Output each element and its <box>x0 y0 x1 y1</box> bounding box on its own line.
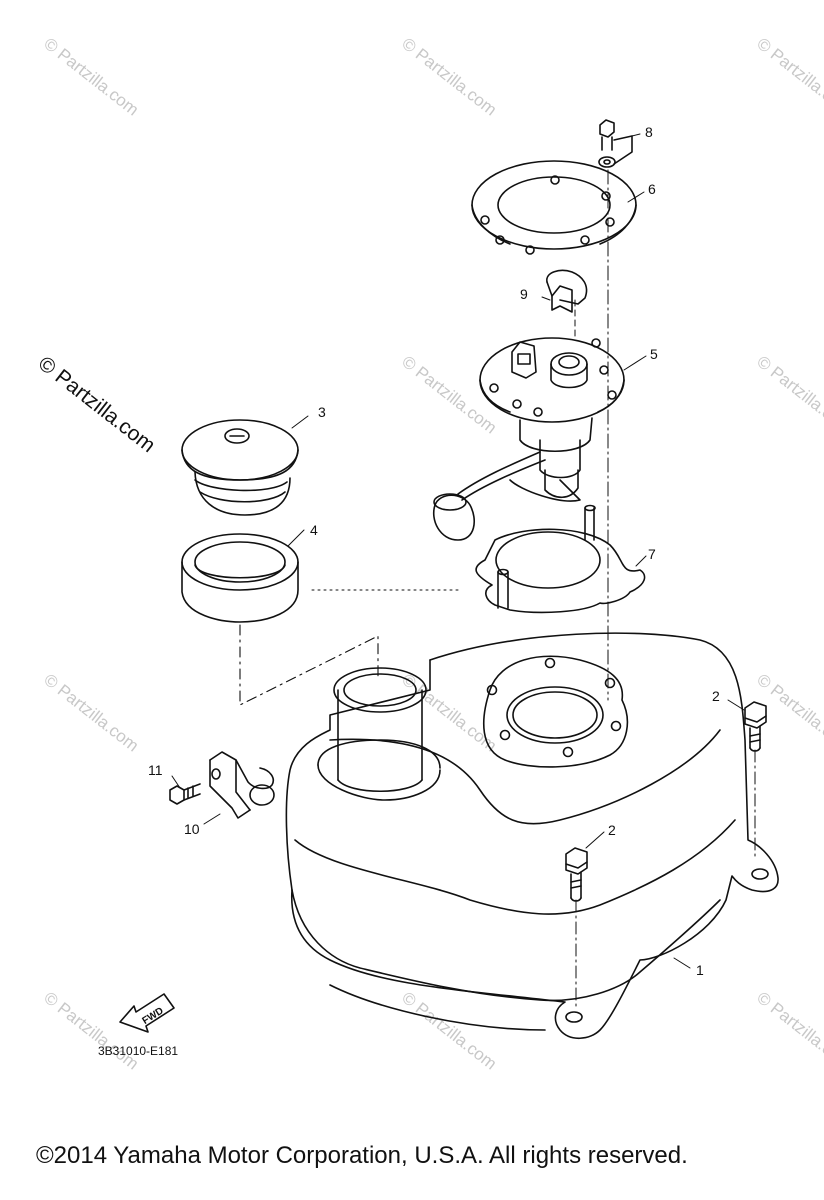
bolt-center <box>565 847 588 902</box>
clamp-bolt <box>169 783 201 805</box>
leader-lines <box>171 133 745 969</box>
connector-cap <box>546 269 588 313</box>
fuel-tank <box>285 632 779 1040</box>
forward-arrow-icon: FWD <box>119 993 175 1033</box>
callout-9: 9 <box>520 286 528 302</box>
bolt-right <box>744 701 767 752</box>
callout-3: 3 <box>318 404 326 420</box>
callout-11: 11 <box>148 762 163 778</box>
callout-4: 4 <box>310 522 318 538</box>
fuel-cap <box>181 419 299 516</box>
screw-washer <box>598 119 633 168</box>
callout-2-center: 2 <box>608 822 616 838</box>
callout-2-right: 2 <box>712 688 720 704</box>
clamp-bracket <box>209 751 275 819</box>
callout-8: 8 <box>645 124 653 140</box>
callout-10: 10 <box>184 821 200 837</box>
callout-5: 5 <box>650 346 658 362</box>
diagram-code: 3B31010-E181 <box>98 1044 179 1058</box>
callout-6: 6 <box>648 181 656 197</box>
retaining-ring <box>471 160 637 255</box>
callout-7: 7 <box>648 546 656 562</box>
cap-seal <box>181 533 299 623</box>
fuel-pump <box>433 337 625 541</box>
copyright-footer: ©2014 Yamaha Motor Corporation, U.S.A. A… <box>36 1142 688 1169</box>
pump-gasket <box>311 504 646 614</box>
callout-1: 1 <box>696 962 704 978</box>
